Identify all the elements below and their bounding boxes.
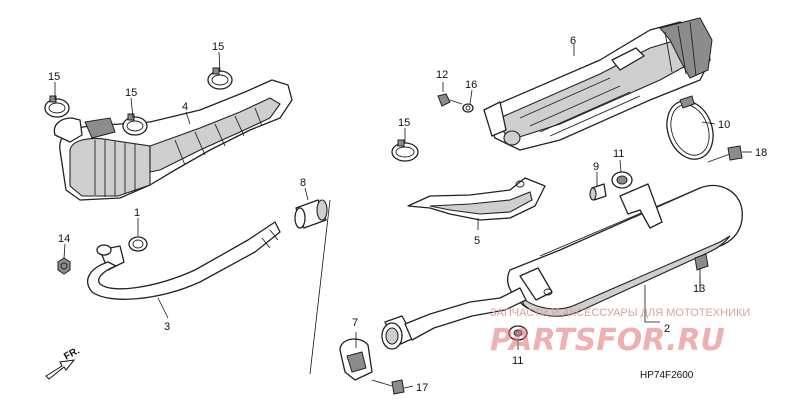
callout-5: 5 bbox=[474, 235, 480, 247]
callout-3: 3 bbox=[164, 321, 170, 333]
part-15-clamp-d bbox=[391, 139, 419, 162]
part-9-collar bbox=[589, 183, 607, 201]
callout-16: 16 bbox=[465, 79, 477, 91]
part-6-muffler-protector bbox=[483, 17, 713, 151]
callout-8: 8 bbox=[300, 177, 306, 189]
part-11-rubber-mount-a bbox=[611, 171, 633, 189]
callout-9: 9 bbox=[593, 161, 599, 173]
callout-17: 17 bbox=[416, 382, 428, 394]
part-10-band bbox=[666, 95, 714, 160]
callout-14: 14 bbox=[58, 233, 70, 245]
part-14-nut bbox=[57, 257, 71, 275]
callout-12: 12 bbox=[436, 69, 448, 81]
callout-10: 10 bbox=[718, 119, 730, 131]
callout-15-c: 15 bbox=[212, 41, 224, 53]
callout-7: 7 bbox=[352, 317, 358, 329]
watermark-tagline: ЗАПЧАСТИ И АКСЕССУАРЫ ДЛЯ МОТОТЕХНИКИ bbox=[490, 307, 750, 319]
part-16-washer bbox=[462, 103, 474, 113]
watermark-logo: PARTSFOR.RU bbox=[490, 323, 725, 358]
direction-label: FR. bbox=[62, 345, 82, 362]
callout-2: 2 bbox=[664, 323, 670, 335]
part-4-exhaust-pipe-protector bbox=[53, 79, 293, 201]
callout-6: 6 bbox=[570, 35, 576, 47]
drawing-code: HP74F2600 bbox=[640, 370, 694, 381]
callouts: 15 15 15 4 1 14 3 8 6 12 16 15 10 18 9 1… bbox=[48, 35, 767, 394]
callout-11-a: 11 bbox=[613, 148, 624, 160]
part-15-clamp-b bbox=[122, 113, 148, 136]
callout-11-b: 11 bbox=[512, 355, 523, 367]
part-7-tail-pipe bbox=[381, 287, 527, 350]
front-direction-arrow-icon: FR. bbox=[45, 345, 82, 380]
callout-13: 13 bbox=[693, 283, 705, 295]
part-15-clamp-a bbox=[44, 95, 70, 118]
part-5-protector bbox=[407, 177, 546, 221]
part-17-bolt bbox=[371, 379, 405, 395]
callout-15-a: 15 bbox=[48, 71, 60, 83]
part-18-bolt bbox=[707, 145, 743, 163]
callout-1: 1 bbox=[134, 207, 140, 219]
callout-15-d: 15 bbox=[398, 117, 410, 129]
callout-15-b: 15 bbox=[125, 87, 137, 99]
part-1-gasket bbox=[128, 236, 148, 252]
part-8-collar bbox=[294, 199, 328, 229]
part-15-clamp-c bbox=[207, 67, 233, 90]
part-2-muffler bbox=[507, 183, 743, 317]
leader-lines bbox=[54, 44, 752, 389]
callout-18: 18 bbox=[755, 147, 767, 159]
part-3-exhaust-pipe bbox=[87, 221, 281, 300]
part-12-bolt bbox=[437, 93, 463, 107]
part-11-rubber-mount-b bbox=[508, 325, 528, 341]
part-7-clamp bbox=[339, 338, 373, 381]
callout-4: 4 bbox=[182, 101, 188, 113]
